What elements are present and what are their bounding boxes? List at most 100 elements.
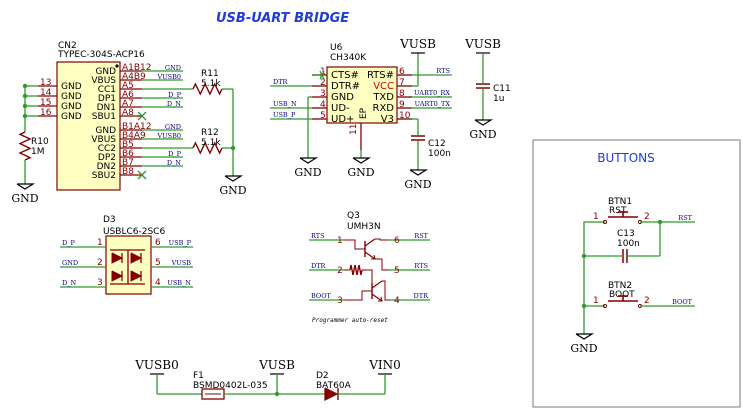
d3-diode-icon: [111, 270, 124, 282]
cn2-net-label: D_N: [167, 159, 181, 167]
q3-pin-number: 1: [337, 236, 343, 246]
r10-value: 1M: [31, 147, 45, 157]
u6-pin-number: 8: [399, 89, 405, 99]
gnd-label: GND: [570, 342, 597, 355]
u6-pin-number: 2: [320, 78, 326, 88]
cn2-pin-name: SBU1: [92, 112, 116, 122]
f1-ref: F1: [193, 371, 204, 381]
cn2-pin-number: A7: [122, 99, 134, 109]
u6-net-label: DTR: [273, 78, 289, 86]
cn2-pin-number: 13: [40, 78, 51, 88]
cn2-pin-number: A5: [122, 81, 134, 91]
r12-ref: R12: [201, 128, 219, 138]
r10-ref: R10: [31, 137, 49, 147]
cn2-pin-number: A4B9: [122, 72, 146, 82]
d2-vusb-label: VUSB: [258, 358, 295, 372]
gnd-symbol: [224, 175, 244, 182]
q3-transistor-a-collector: [364, 238, 376, 247]
u6-pin-name: GND: [331, 92, 354, 103]
junction-dot: [22, 93, 28, 99]
c12-ref: C12: [428, 139, 446, 149]
cn2-pin1-marker: [115, 64, 119, 68]
buttons-box: [532, 139, 741, 408]
btn1-pin-number: 1: [593, 212, 599, 222]
q3-caption: Programmer auto-reset: [312, 317, 388, 324]
c12-value: 100n: [428, 149, 451, 159]
cn2-pin-name: DP2: [98, 153, 116, 163]
d3-net-label: USB_N: [167, 279, 191, 287]
cn2-pin-name: GND: [61, 82, 82, 92]
q3-net-label: RST: [414, 232, 428, 240]
cn2-pin-name: DN1: [97, 103, 116, 113]
q3-net-label: RTS: [414, 262, 428, 270]
btn1-value: RST: [609, 206, 627, 216]
gnd-label: GND: [11, 192, 38, 205]
cn2-net-label: D_N: [167, 100, 181, 108]
u6-pin-number: 5: [320, 111, 326, 121]
btn2-pin-number: 1: [593, 296, 599, 306]
cn2-pin-name: VBUS: [91, 135, 116, 145]
u6-pin-name: VCC: [373, 81, 394, 92]
q3-net-label: DTR: [311, 262, 327, 270]
junction-dot: [274, 391, 280, 397]
d3-net-label: D_P: [62, 239, 75, 247]
u6-vusb-label: VUSB: [399, 37, 436, 51]
q3-pin-number: 5: [394, 266, 400, 276]
d3-diode-icon: [130, 252, 143, 264]
u6-pin-name: DTR#: [331, 81, 360, 92]
cn2-pin-name: GND: [95, 126, 116, 136]
q3-net-label: BOOT: [311, 292, 332, 300]
cn2-pin-name: DP1: [98, 94, 116, 104]
buttons-title: BUTTONS: [597, 151, 655, 165]
q3-ref: Q3: [347, 211, 360, 221]
r12-value: 5.1k: [201, 138, 221, 148]
btn1-pin-number: 2: [644, 212, 650, 222]
cn2-pin-number: B8: [122, 167, 134, 177]
u6-net-label: UART0_TX: [415, 100, 451, 108]
q3-pin-number: 2: [337, 266, 343, 276]
u6-pin-name: UD-: [331, 103, 350, 114]
d2-diode-icon: [324, 387, 339, 401]
q3-internal: [382, 280, 390, 301]
q3-net-label: RTS: [311, 232, 325, 240]
gnd-symbol: [575, 333, 595, 340]
gnd-symbol: [299, 157, 319, 164]
cn2-net-label: VUSB0: [156, 132, 181, 140]
q3-internal: [344, 239, 365, 250]
u6-pin-number: 7: [399, 78, 405, 88]
u6-pin-name: TXD: [372, 92, 394, 103]
c11-ref: C11: [493, 84, 511, 94]
cn2-net-label: GND: [165, 123, 181, 131]
d2-ref: D2: [316, 371, 329, 381]
q3-net-label: DTR: [414, 292, 430, 300]
u6-pin-number: 9: [399, 100, 405, 110]
f1-value: BSMD0402L-035: [193, 381, 268, 391]
junction-dot: [230, 145, 236, 151]
u6-pin-number: 11: [349, 124, 359, 135]
d2-value: BAT60A: [316, 381, 352, 391]
cn2-pin-number: 16: [40, 108, 52, 118]
q3-internal: [375, 258, 390, 271]
q3-transistor-b-emitter: [371, 293, 383, 302]
u6-value: CH340K: [330, 53, 367, 63]
cn2-pin-number: B6: [122, 149, 134, 159]
r12-resistor: [192, 141, 223, 155]
btn2-pin-number: 2: [644, 296, 650, 306]
cn2-pin-number: B7: [122, 158, 134, 168]
d3-net-label: USB_P: [169, 239, 192, 247]
gnd-label: GND: [469, 128, 496, 141]
d3-pin-number: 2: [97, 258, 103, 268]
u6-pin-name: UD+: [331, 114, 354, 125]
c13-ref: C13: [617, 229, 635, 239]
btn1-contact: [602, 219, 608, 225]
r11-value: 5.1k: [201, 79, 221, 89]
u6-pin-number: 6: [399, 67, 405, 77]
q3-internal: [375, 238, 390, 241]
d3-diode-icon: [111, 252, 124, 264]
d3-value: USBLC6-2SC6: [103, 227, 165, 237]
u6-pin-name: RTS#: [367, 70, 394, 81]
u6-pin-name: EP: [359, 107, 369, 119]
gnd-label: GND: [347, 166, 374, 179]
cn2-body: [56, 61, 121, 191]
schematic-title: USB-UART BRIDGE: [216, 11, 349, 26]
